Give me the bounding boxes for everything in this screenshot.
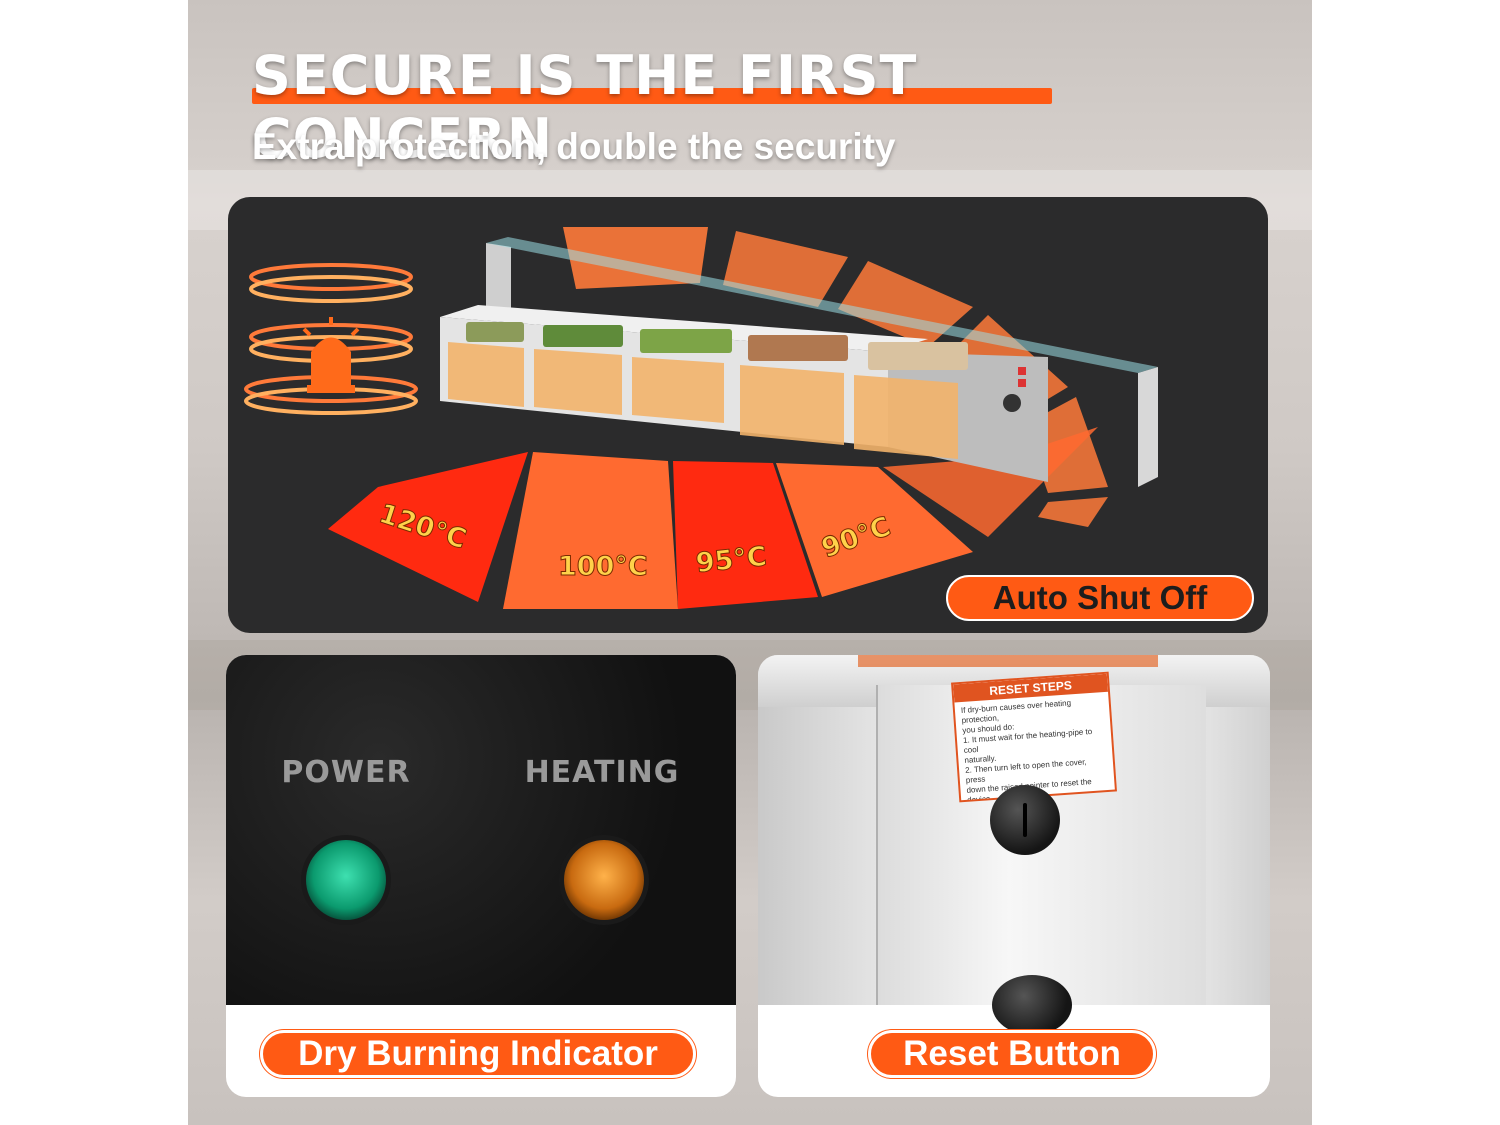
- temperature-knob-icon: [992, 975, 1072, 1035]
- product-banner: SECURE IS THE FIRST CONCERN Extra protec…: [188, 0, 1312, 1125]
- heat-arc-segment: [673, 461, 818, 609]
- steam-table-image: [440, 237, 1158, 487]
- hero-illustration: 120°C 100°C 95°C 90°C: [244, 227, 1158, 609]
- dry-burning-indicator-caption: Dry Burning Indicator: [260, 1030, 696, 1078]
- temperature-label: 95°C: [694, 541, 768, 579]
- power-lamp-icon: [306, 840, 386, 920]
- auto-shut-off-badge: Auto Shut Off: [946, 575, 1254, 621]
- reset-photo: RESET STEPS If dry-burn causes over heat…: [758, 655, 1270, 1035]
- hero-panel: 120°C 100°C 95°C 90°C Auto Shut Off: [228, 197, 1268, 633]
- heating-lamp-icon: [564, 840, 644, 920]
- headline: SECURE IS THE FIRST CONCERN: [252, 44, 918, 170]
- reset-button-card: RESET STEPS If dry-burn causes over heat…: [758, 655, 1270, 1097]
- housing-edge: [858, 655, 1158, 667]
- headline-underline: [252, 88, 1052, 104]
- alarm-icon: [302, 317, 360, 393]
- power-label: POWER: [281, 755, 411, 790]
- heat-arc-segment: [503, 452, 678, 609]
- heat-arc-segment: [776, 463, 973, 597]
- heat-arc-segment: [328, 452, 528, 602]
- reset-knob-icon: [990, 785, 1060, 855]
- reset-button-caption: Reset Button: [868, 1030, 1156, 1078]
- subheadline: Extra protection, double the security: [252, 126, 896, 167]
- heat-arc-segment: [1038, 497, 1108, 527]
- dry-burning-indicator-card: POWER HEATING Dry Burning Indicator: [226, 655, 736, 1097]
- temperature-label: 100°C: [558, 551, 648, 582]
- heating-label: HEATING: [524, 755, 680, 790]
- reset-steps-sticker: RESET STEPS If dry-burn causes over heat…: [951, 671, 1117, 803]
- knob-slot: [1023, 803, 1027, 837]
- control-panel-photo: POWER HEATING: [226, 655, 736, 1005]
